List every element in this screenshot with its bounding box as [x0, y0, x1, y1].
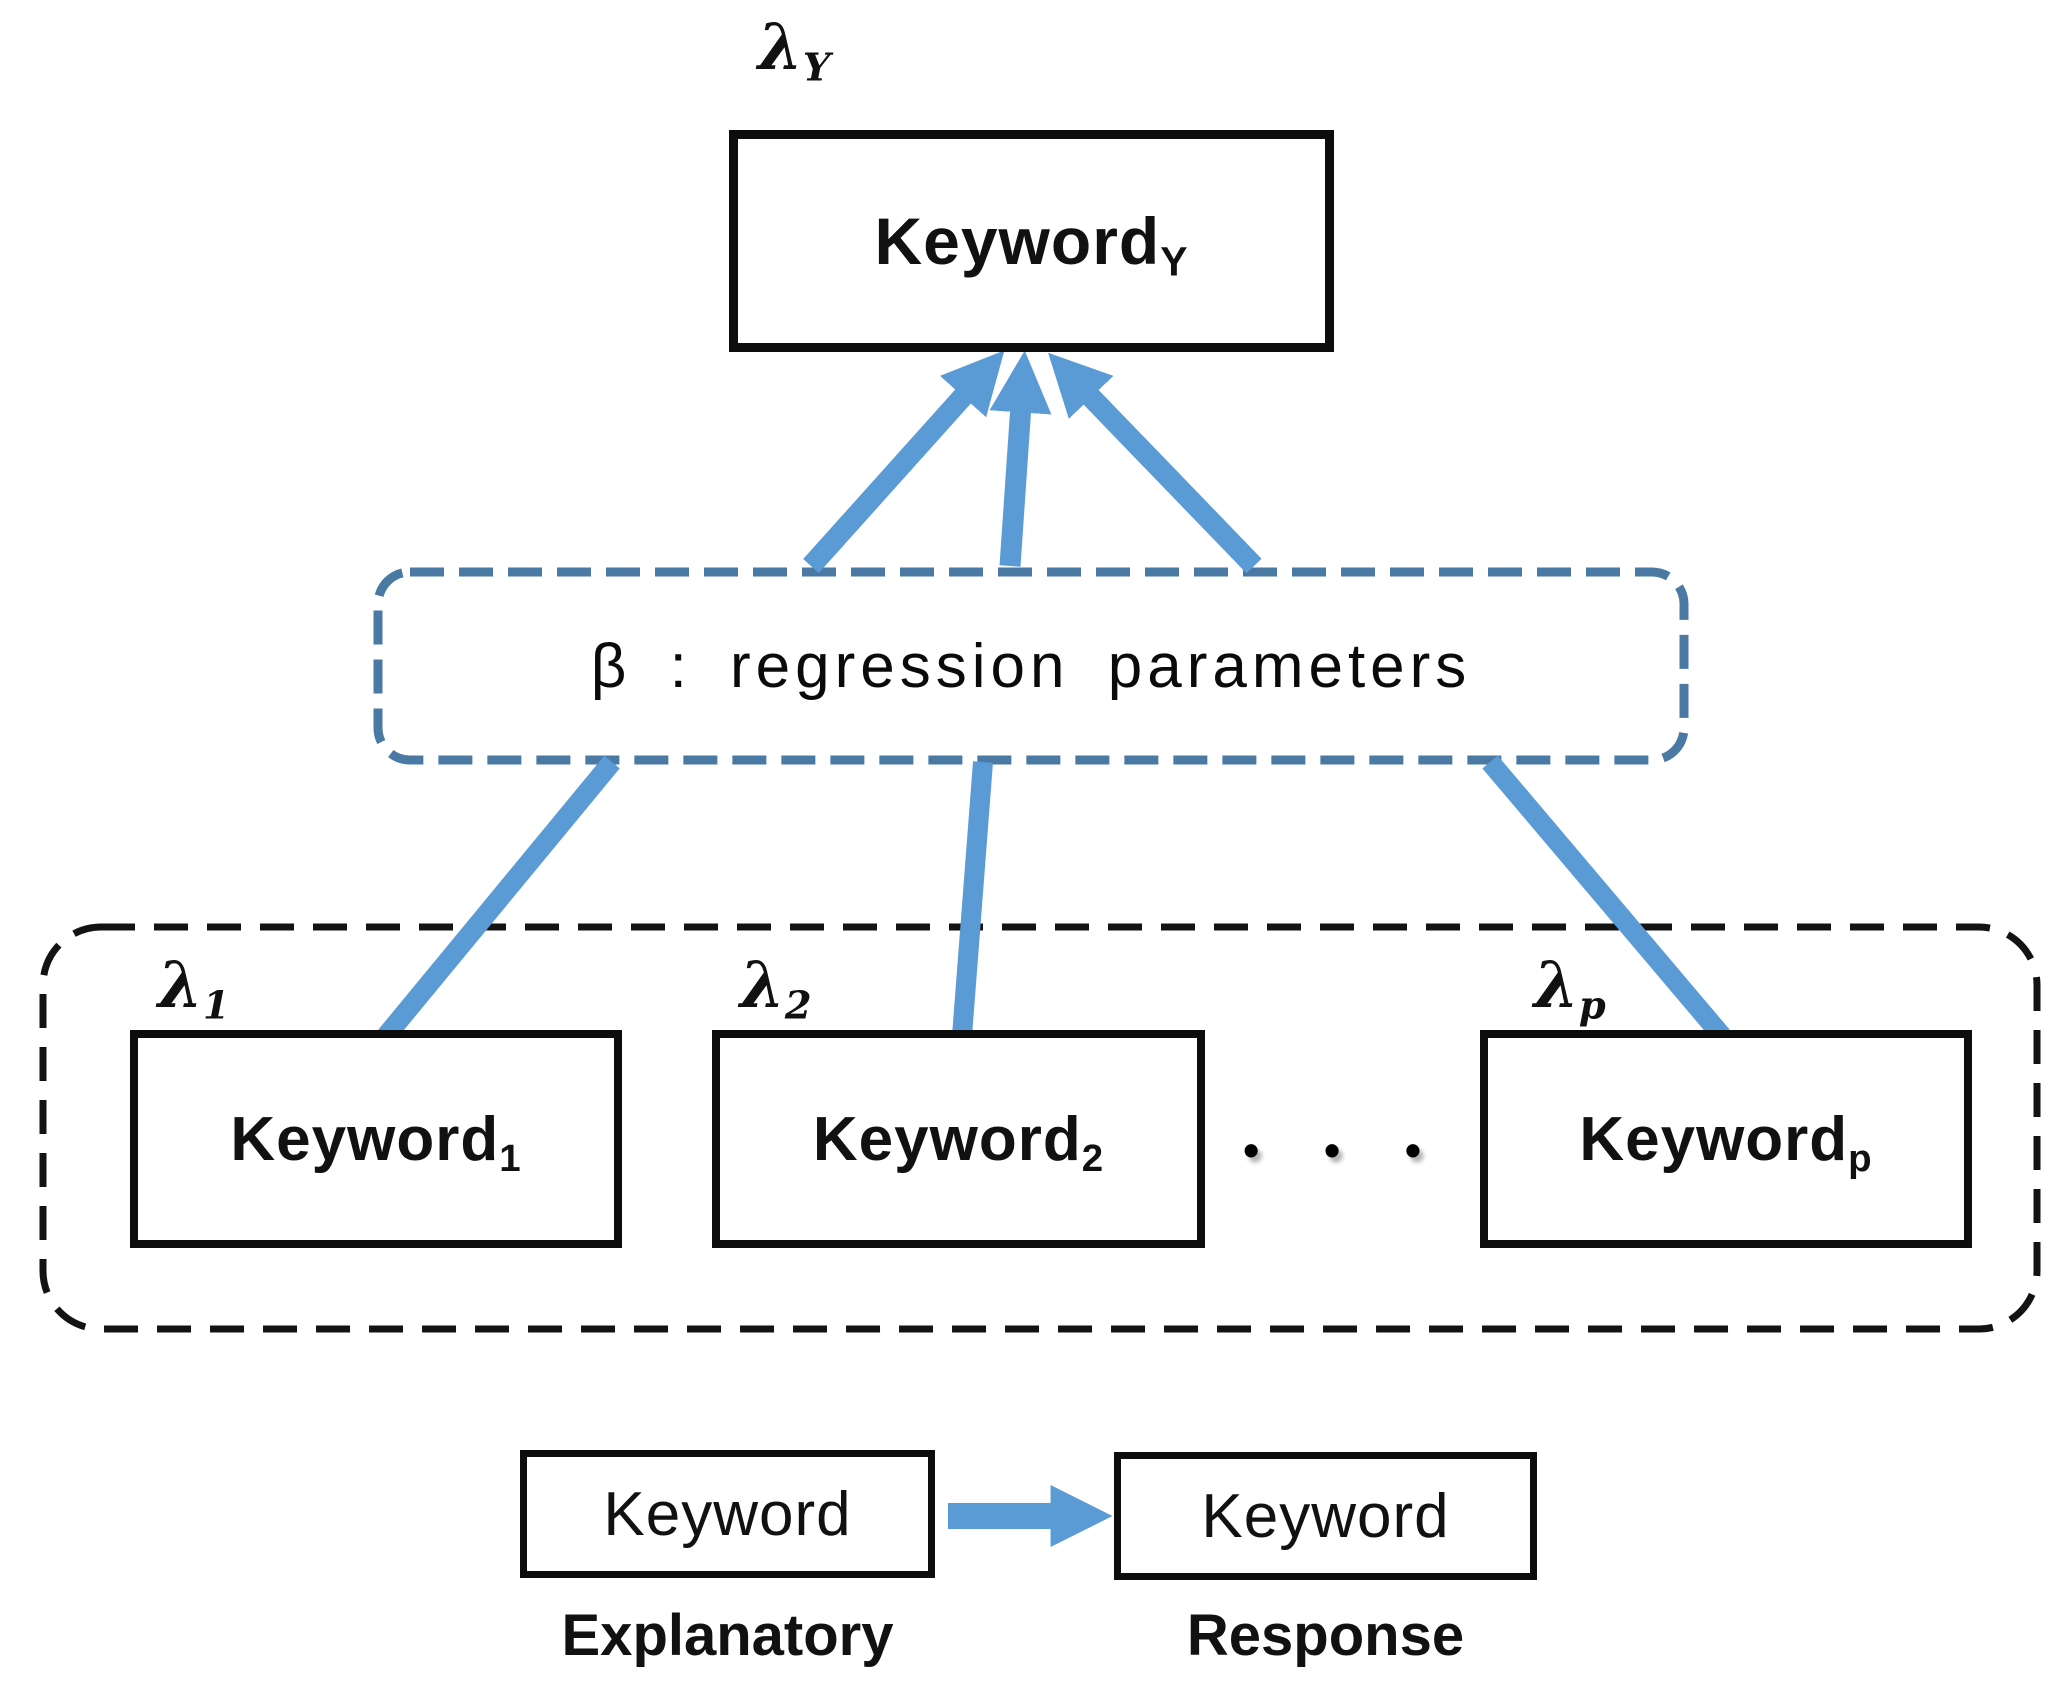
legend-response-caption: Response — [1186, 1603, 1465, 1668]
keyword-1-label: Keyword1 — [230, 1104, 521, 1177]
lambda-y-subscript: Y — [802, 45, 831, 91]
link-keyword2-regression — [952, 761, 993, 1037]
legend-explanatory-caption: Explanatory — [561, 1603, 894, 1668]
lambda-2-label: λ2 — [740, 944, 812, 1028]
legend-response-box: Keyword — [1114, 1452, 1537, 1580]
response-keyword-box: KeywordY — [729, 130, 1334, 352]
keyword-1-subscript: 1 — [499, 1136, 522, 1180]
link-keywordp-regression — [1482, 755, 1730, 1043]
keyword-2-label: Keyword2 — [812, 1104, 1104, 1177]
arrow-left-to-response — [803, 350, 1005, 574]
lambda-2-symbol: λ — [740, 948, 785, 1023]
arrow-right-to-response — [1048, 352, 1262, 574]
lambda-p-symbol: λ — [1534, 948, 1579, 1023]
lambda-2-subscript: 2 — [784, 983, 812, 1029]
lambda-y-symbol: λ — [758, 10, 803, 85]
explanatory-group-outline — [39, 923, 2041, 1333]
lambda-y-label: λY — [758, 6, 830, 90]
keyword-2-subscript: 2 — [1081, 1136, 1105, 1180]
response-keyword-subscript: Y — [1160, 238, 1189, 285]
keyword-2-box: Keyword2 — [712, 1030, 1205, 1248]
keyword-1-box: Keyword1 — [130, 1030, 622, 1248]
ellipsis-dots: • • • — [1243, 1124, 1447, 1176]
lambda-1-label: λ1 — [158, 944, 230, 1028]
arrow-center-to-response — [989, 350, 1052, 567]
keyword-p-text: Keyword — [1579, 1104, 1849, 1174]
lambda-1-symbol: λ — [158, 948, 203, 1023]
legend-explanatory-box: Keyword — [520, 1450, 935, 1578]
response-keyword-label: KeywordY — [874, 203, 1188, 282]
regression-label: β : regression parameters — [590, 631, 1472, 701]
regression-box-outline — [373, 567, 1689, 765]
response-keyword-text: Keyword — [874, 204, 1161, 278]
lambda-1-subscript: 1 — [202, 983, 230, 1029]
keyword-2-text: Keyword — [812, 1104, 1082, 1174]
keyword-p-subscript: p — [1848, 1136, 1873, 1180]
keyword-p-box: Keywordp — [1480, 1030, 1972, 1248]
keyword-1-text: Keyword — [230, 1104, 500, 1174]
lambda-p-label: λp — [1534, 944, 1606, 1028]
lambda-p-subscript: p — [1578, 983, 1606, 1029]
link-keyword1-regression — [378, 755, 620, 1043]
keyword-p-label: Keywordp — [1579, 1104, 1872, 1177]
